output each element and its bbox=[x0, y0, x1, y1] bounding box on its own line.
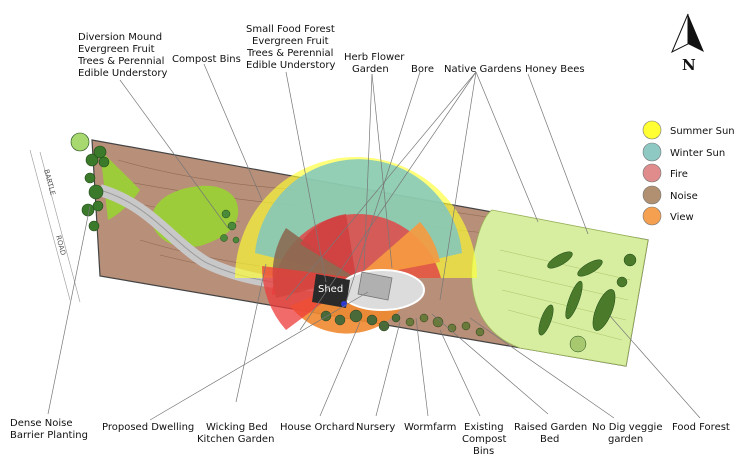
bottom-labels: Dense Noise Barrier Planting Proposed Dw… bbox=[10, 418, 730, 457]
label-diversion-mound: Diversion Mound Evergreen Fruit Trees & … bbox=[77, 32, 168, 79]
legend-swatch-view bbox=[642, 206, 662, 226]
legend-swatch-winter-sun bbox=[642, 142, 662, 162]
legend-label-fire: Fire bbox=[670, 169, 688, 180]
noise-barrier-trees bbox=[70, 132, 110, 232]
legend-label-summer-sun: Summer Sun bbox=[670, 126, 735, 137]
label-wormfarm: Wormfarm bbox=[404, 422, 456, 433]
label-no-dig-veggie-garden: No Dig veggie garden bbox=[592, 422, 666, 445]
legend-label-noise: Noise bbox=[670, 191, 698, 202]
label-house-orchard: House Orchard bbox=[280, 422, 355, 433]
fire-sector-inner bbox=[300, 214, 356, 278]
legend-label-view: View bbox=[670, 212, 694, 223]
view-sector-east bbox=[356, 222, 440, 278]
label-dense-noise-barrier: Dense Noise Barrier Planting bbox=[10, 418, 88, 441]
leader-lines bbox=[47, 63, 701, 421]
label-existing-compost-bins: Existing Compost Bins bbox=[462, 422, 510, 457]
label-small-food-forest: Small Food Forest Evergreen Fruit Trees … bbox=[246, 24, 338, 71]
label-honey-bees: Honey Bees bbox=[525, 64, 585, 75]
compost-and-worm-trees bbox=[405, 313, 485, 337]
food-forest-trees bbox=[538, 251, 637, 353]
legend-swatch-noise bbox=[642, 185, 662, 205]
label-wicking-bed: Wicking Bed Kitchen Garden bbox=[197, 422, 274, 445]
label-herb-flower-garden: Herb Flower Garden bbox=[344, 52, 408, 75]
label-compost-bins: Compost Bins bbox=[172, 54, 241, 65]
label-proposed-dwelling: Proposed Dwelling bbox=[102, 422, 194, 433]
tree-clusters bbox=[70, 132, 637, 353]
shed-building bbox=[312, 274, 350, 308]
road-name-2: ROAD bbox=[54, 234, 67, 256]
label-bore: Bore bbox=[411, 64, 434, 75]
legend-item-fire: Fire bbox=[642, 163, 688, 183]
road-name-1: BARTLE bbox=[42, 168, 57, 196]
diversion-mound-trees bbox=[220, 209, 240, 244]
legend-item-view: View bbox=[642, 206, 694, 226]
legend: Summer Sun Winter Sun Fire Noise View bbox=[642, 120, 735, 226]
north-letter: N bbox=[682, 56, 696, 74]
label-food-forest: Food Forest bbox=[672, 422, 730, 433]
legend-swatch-summer-sun bbox=[642, 120, 662, 140]
label-nursery: Nursery bbox=[356, 422, 395, 433]
legend-item-winter-sun: Winter Sun bbox=[642, 142, 725, 162]
label-raised-garden-bed: Raised Garden Bed bbox=[514, 422, 590, 445]
legend-label-winter-sun: Winter Sun bbox=[670, 148, 725, 159]
legend-swatch-fire bbox=[642, 163, 662, 183]
label-native-gardens: Native Gardens bbox=[444, 64, 521, 75]
north-arrow-icon: N bbox=[671, 13, 704, 74]
shed-label: Shed bbox=[318, 284, 343, 295]
legend-item-noise: Noise bbox=[642, 185, 698, 205]
top-labels: Diversion Mound Evergreen Fruit Trees & … bbox=[77, 24, 585, 79]
road-marks: BARTLE ROAD bbox=[29, 149, 81, 303]
house-orchard-trees bbox=[320, 309, 401, 332]
legend-item-summer-sun: Summer Sun bbox=[642, 120, 735, 140]
